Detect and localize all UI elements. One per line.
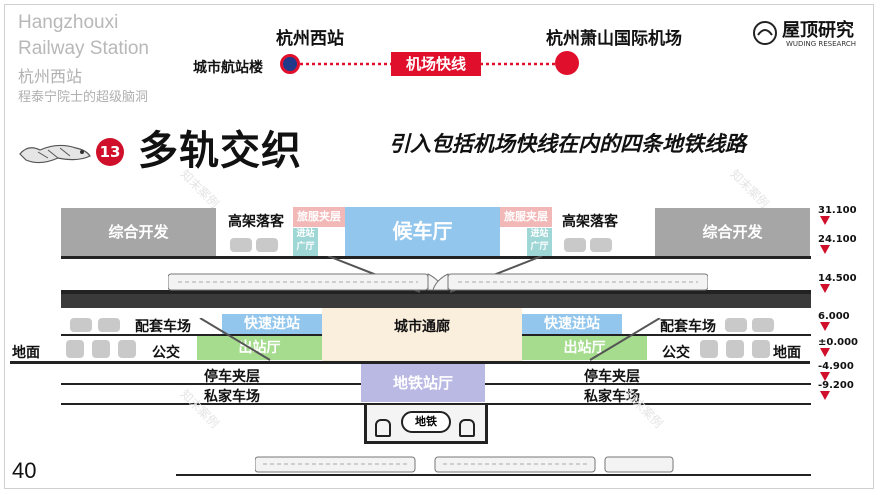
subtitle: 引入包括机场快线在内的四条地铁线路	[389, 132, 746, 156]
elevation-marker-icon	[820, 284, 830, 293]
waiting-hall: 候车厅	[345, 207, 500, 256]
car-icon	[564, 238, 586, 252]
logo-name: 屋顶研究	[782, 20, 854, 41]
logo-en: WUDING RESEARCH	[786, 40, 856, 48]
bus-icon	[726, 340, 744, 358]
elevation-24: 24.100	[818, 234, 878, 254]
car-icon	[752, 318, 774, 332]
elevation-14: 14.500	[818, 273, 878, 293]
bus-icon	[66, 340, 84, 358]
elevation-marker-icon	[820, 372, 830, 381]
elevation-marker-icon	[820, 391, 830, 400]
left-drop-off-label: 高架落客	[228, 214, 284, 230]
lower-trains	[255, 456, 674, 473]
origin-dot	[280, 54, 300, 74]
elevation-marker-icon	[820, 322, 830, 331]
car-icon	[725, 318, 747, 332]
ground-right-label: 地面	[773, 345, 801, 361]
ground-line	[10, 361, 810, 364]
level-line-6-left	[61, 334, 322, 336]
header-cn-author: 程泰宁院士的超级脑洞	[18, 90, 149, 105]
slide-frame	[4, 4, 874, 489]
metro-train-icon	[459, 419, 475, 437]
high-speed-trains	[168, 273, 708, 291]
elevation-31: 31.100	[818, 205, 878, 225]
level-line-neg9	[61, 403, 811, 405]
line-name-pill: 机场快线	[391, 52, 481, 76]
left-entry-hall: 进站广厅	[293, 228, 318, 256]
left-mezzanine-label: 停车夹层	[204, 369, 260, 385]
left-fast-entry: 快速进站	[222, 314, 322, 334]
bus-icon	[92, 340, 110, 358]
right-parking-label: 配套车场	[660, 319, 716, 335]
city-corridor: 城市通廊	[322, 308, 522, 362]
elevation-marker-icon	[820, 216, 830, 225]
left-parking-label: 配套车场	[135, 319, 191, 335]
level-line-neg5-left	[61, 383, 361, 385]
car-icon	[230, 238, 252, 252]
right-exit-hall: 出站厅	[522, 336, 647, 360]
elevation-marker-icon	[820, 348, 830, 357]
bus-icon	[700, 340, 718, 358]
right-private-parking-label: 私家车场	[584, 389, 640, 405]
main-title: 多轨交织	[138, 128, 302, 174]
right-bus-label: 公交	[662, 345, 690, 361]
route-start: 杭州西站	[276, 29, 344, 49]
left-service-mezzanine: 旅服夹层	[293, 207, 345, 227]
ground-left-label: 地面	[12, 345, 40, 361]
elevation-0: ±0.000	[818, 337, 878, 357]
right-fast-entry: 快速进站	[522, 314, 622, 334]
metro-label: 地铁	[401, 411, 451, 433]
platform-slab	[61, 294, 811, 308]
section-badge: 13	[96, 138, 124, 166]
logo: 屋顶研究 WUDING RESEARCH	[752, 16, 862, 50]
bus-icon	[118, 340, 136, 358]
car-icon	[70, 318, 92, 332]
elevation-marker-icon	[820, 245, 830, 254]
decorative-creature-icon	[19, 144, 91, 164]
left-exit-hall: 出站厅	[197, 336, 322, 360]
end-dot	[555, 51, 579, 75]
elevation-6: 6.000	[818, 311, 878, 331]
elevation-neg9: -9.200	[818, 380, 878, 400]
right-development-block: 综合开发	[655, 208, 810, 256]
bus-icon	[752, 340, 770, 358]
car-icon	[98, 318, 120, 332]
route-origin: 城市航站楼	[193, 60, 263, 76]
level-line-neg5-right	[485, 383, 811, 385]
metro-tunnel: 地铁	[364, 405, 488, 444]
route-end: 杭州萧山国际机场	[546, 29, 682, 49]
bottom-line	[176, 474, 811, 476]
level-line-6-right	[522, 334, 811, 336]
right-entry-hall: 进站广厅	[527, 228, 552, 256]
ramp-lines	[199, 318, 661, 361]
right-mezzanine-label: 停车夹层	[584, 369, 640, 385]
header-cn-station: 杭州西站	[18, 67, 83, 86]
header-en-line2: Railway Station	[18, 38, 149, 59]
car-icon	[590, 238, 612, 252]
page-number: 40	[12, 458, 37, 483]
level-line-14	[61, 290, 811, 294]
metro-hall: 地铁站厅	[361, 364, 485, 402]
header-en-line1: Hangzhouxi	[18, 12, 119, 33]
logo-emblem-icon	[753, 21, 777, 45]
left-development-block: 综合开发	[61, 208, 216, 256]
right-service-mezzanine: 旅服夹层	[500, 207, 552, 227]
right-drop-off-label: 高架落客	[562, 214, 618, 230]
car-icon	[256, 238, 278, 252]
left-private-parking-label: 私家车场	[204, 389, 260, 405]
level-line-24	[61, 256, 811, 259]
left-bus-label: 公交	[152, 345, 180, 361]
elevation-neg5: -4.900	[818, 361, 878, 381]
metro-train-icon	[375, 419, 391, 437]
city-corridor-label: 城市通廊	[394, 319, 450, 335]
